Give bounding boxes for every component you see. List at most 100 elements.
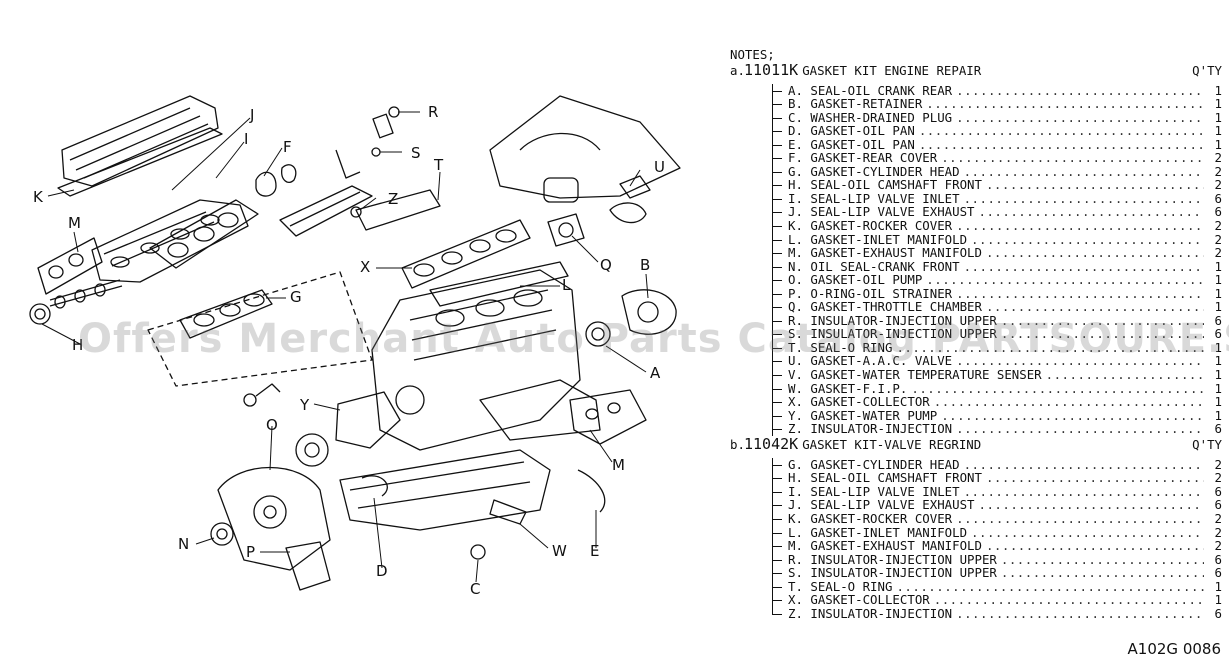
kit-item: Z. INSULATOR-INJECTION 6 (730, 607, 1222, 621)
callout-r: R (428, 103, 438, 121)
kit-item: S. INSULATOR-INJECTION UPPER6 (730, 327, 1222, 341)
kit-item: R. INSULATOR-INJECTION UPPER6 (730, 314, 1222, 328)
kit-a-letter: a. (730, 62, 745, 78)
kit-item-label: D. GASKET-OIL PAN (788, 123, 915, 139)
kit-item-label: O. GASKET-OIL PUMP (788, 272, 923, 288)
rear-cover-part (255, 164, 297, 197)
callout-m-right: M (612, 456, 625, 474)
kit-item-qty: 1 (1214, 353, 1222, 369)
callout-n: N (178, 535, 189, 553)
kit-item: P. O-RING-OIL STRAINER1 (730, 287, 1222, 301)
kit-item-label: Y. GASKET-WATER PUMP (788, 407, 938, 423)
kit-item-label: P. O-RING-OIL STRAINER (788, 285, 953, 301)
head-gasket-left-part (179, 289, 273, 339)
kit-item: M. GASKET-EXHAUST MANIFOLD2 (730, 246, 1222, 260)
kit-item-label: R. INSULATOR-INJECTION UPPER (788, 551, 997, 567)
kit-item-qty: 1 (1214, 407, 1222, 423)
kit-item-label: U. GASKET-A.A.C. VALVE (788, 353, 953, 369)
callout-k: K (33, 188, 44, 206)
kit-item-qty: 6 (1214, 312, 1222, 328)
kit-item: I. SEAL-LIP VALVE INLET6 (730, 485, 1222, 499)
kit-item: J. SEAL-LIP VALVE EXHAUST6 (730, 498, 1222, 512)
leader-dots (896, 580, 1204, 594)
callout-p: P (246, 543, 255, 561)
leader-dots (964, 260, 1204, 274)
kit-item: W. GASKET-F.I.P.1 (730, 382, 1222, 396)
kit-item: Z. INSULATOR-INJECTION6 (730, 422, 1222, 436)
kit-item-label: X. GASKET-COLLECTOR (788, 394, 930, 410)
kit-item-label: N. OIL SEAL-CRANK FRONT (788, 258, 960, 274)
kit-item-label: K. GASKET-ROCKER COVER (788, 218, 953, 234)
kit-a-code: 11011K (744, 60, 799, 79)
oil-pump-part (210, 383, 331, 591)
kit-item-label: H. SEAL-OIL CAMSHAFT FRONT (788, 177, 982, 193)
kit-item-label: E. GASKET-OIL PAN (788, 136, 915, 152)
kit-item: C. WASHER-DRAINED PLUG1 (730, 111, 1222, 125)
crank-rear-seal-part (29, 303, 51, 325)
water-pump-part (295, 385, 425, 467)
kit-b-letter: b. (730, 436, 745, 452)
kit-item-qty: 6 (1214, 605, 1222, 621)
kit-item-qty: 1 (1214, 367, 1222, 383)
kit-item-qty: 6 (1214, 497, 1222, 513)
leader-dots (956, 607, 1204, 621)
callout-w: W (552, 542, 567, 560)
kit-item-qty: 2 (1214, 177, 1222, 193)
leader-dots (926, 97, 1204, 111)
kit-item-qty: 2 (1214, 510, 1222, 526)
kit-b-tree-line (772, 457, 773, 614)
kit-item-qty: 1 (1214, 82, 1222, 98)
kit-item-qty: 1 (1214, 380, 1222, 396)
kit-item-qty: 1 (1214, 109, 1222, 125)
kit-b-code: 11042K (744, 434, 799, 453)
leader-dots (941, 409, 1204, 423)
kit-item: E. GASKET-OIL PAN1 (730, 138, 1222, 152)
leader-dots (896, 341, 1204, 355)
kit-item-label: S. INSULATOR-INJECTION UPPER (788, 326, 997, 342)
callout-a: A (650, 364, 661, 382)
leader-dots (964, 485, 1204, 499)
kit-item: F. GASKET-REAR COVER2 (730, 151, 1222, 165)
leader-dots (934, 593, 1204, 607)
kit-item: G. GASKET-CYLINDER HEAD2 (730, 458, 1222, 472)
leader-dots (956, 512, 1204, 526)
leader-dots (956, 84, 1204, 98)
cylinder-head-left-part (49, 199, 249, 309)
kit-item: I. SEAL-LIP VALVE INLET6 (730, 192, 1222, 206)
kit-item: U. GASKET-A.A.C. VALVE 1 (730, 354, 1222, 368)
leader-dots (979, 205, 1205, 219)
leader-dots (971, 233, 1204, 247)
kit-item: X. GASKET-COLLECTOR1 (730, 395, 1222, 409)
document-id: A102G 0086 (1127, 640, 1221, 658)
leader-dots (956, 354, 1204, 368)
kit-item-qty: 6 (1214, 551, 1222, 567)
callout-q: Q (600, 256, 612, 274)
kit-item-label: Q. GASKET-THROTTLE CHAMBER (788, 299, 982, 315)
callout-s: S (411, 144, 421, 162)
kit-item-qty: 1 (1214, 592, 1222, 608)
kit-item-label: Z. INSULATOR-INJECTION (788, 421, 953, 437)
leader-dots (1001, 327, 1204, 341)
kit-item: N. OIL SEAL-CRANK FRONT1 (730, 260, 1222, 274)
kit-item-qty: 1 (1214, 96, 1222, 112)
callout-e: E (590, 542, 599, 560)
leader-dots (919, 138, 1204, 152)
leader-dots (956, 111, 1204, 125)
leader-dots (1046, 368, 1204, 382)
kit-item: T. SEAL-O RING1 (730, 580, 1222, 594)
kit-item-qty: 6 (1214, 190, 1222, 206)
kit-a-tree-line (772, 83, 773, 436)
notes-title: NOTES; (730, 47, 775, 62)
kit-item-qty: 2 (1214, 150, 1222, 166)
exhaust-manifold-right-part (569, 389, 647, 445)
callout-g: G (290, 288, 302, 306)
kit-item-qty: 2 (1214, 163, 1222, 179)
leader-dots (926, 273, 1204, 287)
kit-item: A. SEAL-OIL CRANK REAR1 (730, 82, 1222, 98)
kit-b: b. 11042K GASKET KIT-VALVE REGRIND Q'TY … (730, 434, 1222, 621)
leader-dots (986, 178, 1204, 192)
kit-b-qty-header: Q'TY (1192, 436, 1222, 452)
kit-item-label: Z. INSULATOR-INJECTION (788, 605, 953, 621)
kit-item: G. GASKET-CYLINDER HEAD2 (730, 165, 1222, 179)
